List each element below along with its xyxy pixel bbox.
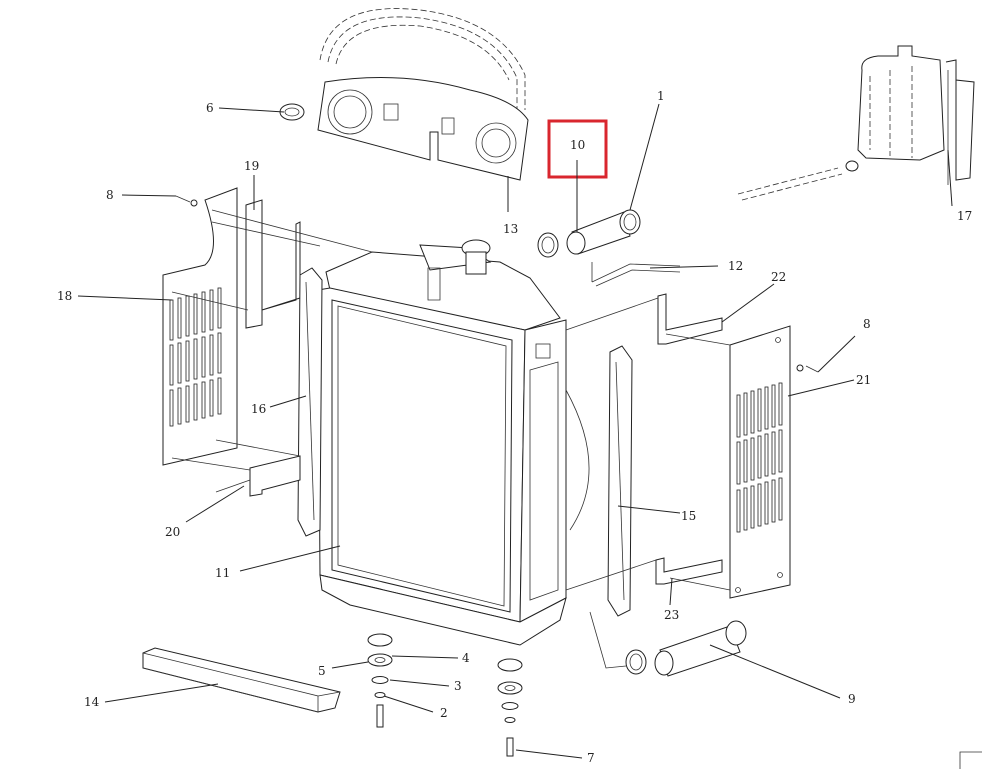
callout-3: 3 bbox=[454, 679, 462, 693]
left-lower-bracket bbox=[249, 455, 301, 497]
callout-4: 4 bbox=[462, 651, 470, 665]
callout-8-right: 8 bbox=[863, 317, 871, 331]
bolt-left bbox=[175, 195, 198, 207]
callout-16: 16 bbox=[251, 402, 266, 416]
callout-11: 11 bbox=[215, 566, 230, 580]
bolt-right bbox=[796, 364, 819, 373]
callout-20: 20 bbox=[165, 525, 180, 539]
callout-1: 1 bbox=[657, 89, 665, 103]
callout-2: 2 bbox=[440, 706, 448, 720]
leader-lines bbox=[77, 103, 953, 759]
left-upper-bracket bbox=[245, 199, 301, 329]
callout-13: 13 bbox=[503, 222, 518, 236]
right-lower-bracket bbox=[655, 557, 723, 585]
callout-17: 17 bbox=[957, 209, 972, 223]
lower-hose-assembly bbox=[625, 620, 747, 677]
callout-22: 22 bbox=[771, 270, 786, 284]
callout-21: 21 bbox=[856, 373, 871, 387]
corner-mark bbox=[959, 751, 982, 769]
callout-7: 7 bbox=[587, 751, 595, 765]
callout-19: 19 bbox=[244, 159, 259, 173]
callout-8-left: 8 bbox=[106, 188, 114, 202]
foam-block bbox=[142, 647, 341, 713]
left-mount-stack bbox=[367, 633, 393, 728]
callout-12: 12 bbox=[728, 259, 743, 273]
left-seal-strip bbox=[297, 267, 323, 537]
upper-hose-assembly bbox=[537, 209, 641, 258]
right-panel-louvers bbox=[736, 382, 783, 533]
upper-dashed-pipe bbox=[319, 8, 526, 110]
left-panel-louvers bbox=[169, 287, 222, 427]
left-side-panel bbox=[162, 187, 238, 466]
expansion-tank bbox=[857, 45, 975, 185]
tank-overflow-hose bbox=[737, 160, 859, 201]
callout-5: 5 bbox=[318, 664, 326, 678]
radiator-core bbox=[317, 239, 590, 646]
right-side-panel bbox=[729, 325, 791, 599]
callout-15: 15 bbox=[681, 509, 696, 523]
callout-18: 18 bbox=[57, 289, 72, 303]
callout-23: 23 bbox=[664, 608, 679, 622]
bleed-pipe bbox=[591, 262, 681, 287]
assembly-lines bbox=[171, 209, 731, 669]
right-mount-stack bbox=[497, 658, 523, 757]
right-seal-strip bbox=[607, 345, 633, 617]
callout-labels: 1 2 3 4 5 6 7 8 8 9 10 11 12 13 14 15 16… bbox=[57, 89, 972, 765]
callout-14: 14 bbox=[84, 695, 100, 709]
callout-10: 10 bbox=[570, 138, 585, 152]
right-upper-bracket bbox=[657, 293, 723, 345]
callout-6: 6 bbox=[206, 101, 214, 115]
grommet bbox=[279, 103, 305, 121]
callout-9: 9 bbox=[848, 692, 856, 706]
fan-shroud-plate bbox=[317, 77, 529, 181]
